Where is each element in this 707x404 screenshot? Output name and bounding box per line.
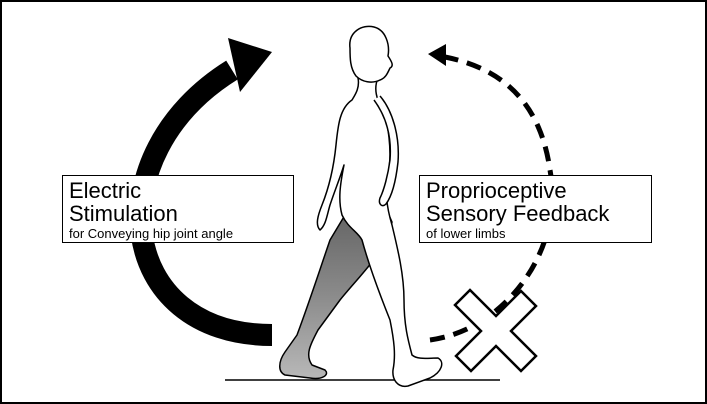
feedback-subtitle: of lower limbs (426, 226, 506, 241)
stimulation-subtitle: for Conveying hip joint angle (69, 226, 234, 241)
stimulation-title-line1: Electric (69, 178, 142, 203)
x-cross-icon (453, 288, 538, 373)
stimulation-title-line2: Stimulation (69, 201, 178, 226)
feedback-title-line2: Sensory Feedback (426, 201, 610, 226)
electric-stimulation-box: Electric Stimulation for Conveying hip j… (62, 175, 294, 243)
proprioceptive-feedback-box: Proprioceptive Sensory Feedback of lower… (419, 175, 652, 243)
walking-person-icon (279, 25, 443, 388)
arm (373, 95, 400, 207)
body (316, 77, 443, 388)
head (349, 25, 393, 83)
feedback-title-line1: Proprioceptive (426, 178, 567, 203)
